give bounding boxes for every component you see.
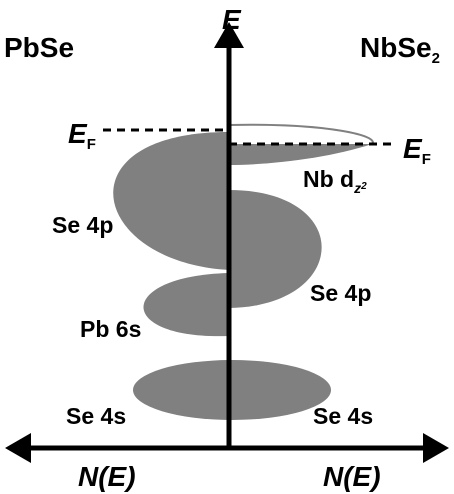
dos-axis-left-label: N(E): [78, 461, 136, 492]
pbse-se4p-band: [113, 132, 229, 270]
nbse2-fermi-label-main: E: [403, 133, 422, 164]
nbse2-fermi-label: EF: [403, 133, 431, 168]
nbse2-nbdz2-label-2: 2: [361, 181, 367, 192]
pbse-label: PbSe: [4, 32, 75, 63]
pbse-fermi-label: EF: [68, 118, 96, 153]
dos-axis-right-label: N(E): [323, 461, 381, 492]
dos-axis-left-arrowhead: [5, 433, 31, 463]
nbse2-dos: [229, 123, 374, 420]
nbse2-fermi-label-sub: F: [421, 151, 431, 168]
nbse2-nbdz2-label-sub: z2: [354, 180, 367, 196]
nbse2-se4s-band: [229, 360, 331, 420]
nbse2-nbdz2-label-main: Nb d: [303, 166, 355, 192]
nbse2-nbdz2-band-filled: [229, 144, 372, 165]
pbse-pb6s-label: Pb 6s: [80, 316, 142, 342]
nbse2-label-subscript: 2: [431, 50, 440, 67]
nbse2-se4p-label: Se 4p: [310, 280, 372, 306]
pbse-se4s-label: Se 4s: [66, 403, 127, 429]
nbse2-se4p-band: [229, 190, 322, 308]
nbse2-label: NbSe2: [360, 32, 440, 67]
dos-axis-right-arrowhead: [423, 433, 449, 463]
pbse-fermi-label-main: E: [68, 118, 87, 149]
nbse2-nbdz2-label: Nb dz2: [303, 166, 367, 196]
pbse-fermi-label-sub: F: [86, 136, 96, 153]
pbse-se4p-label: Se 4p: [52, 212, 114, 238]
nbse2-nbdz2-label-z: z: [354, 180, 362, 196]
nbse2-nbdz2-band-empty: [229, 123, 374, 145]
pbse-pb6s-band: [143, 273, 229, 337]
energy-axis-label: E: [222, 4, 241, 35]
pbse-se4s-band: [133, 360, 229, 420]
nbse2-label-main: NbSe: [360, 32, 432, 63]
nbse2-se4s-label: Se 4s: [313, 403, 374, 429]
energy-axis-arrowhead: [214, 22, 244, 48]
pbse-dos: [113, 132, 229, 420]
